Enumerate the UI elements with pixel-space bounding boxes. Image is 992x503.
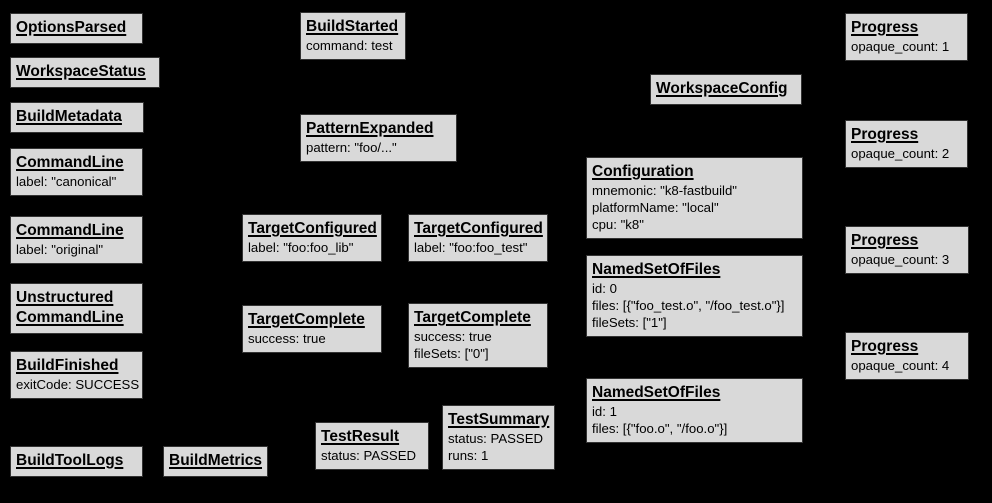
node-field: id: 0 [592,281,617,296]
node-title: PatternExpanded [306,120,434,137]
node-target-complete-foo-lib: TargetComplete success: true [242,305,382,353]
node-field: mnemonic: "k8-fastbuild" [592,183,737,198]
node-field: id: 1 [592,404,617,419]
node-title: BuildToolLogs [16,452,124,469]
node-unstructured-command-line: Unstructured CommandLine [10,283,143,334]
node-field: opaque_count: 3 [851,252,950,267]
node-field: runs: 1 [448,448,489,463]
node-workspace-config: WorkspaceConfig [650,74,802,105]
node-title: WorkspaceConfig [656,80,788,97]
node-field: opaque_count: 1 [851,39,950,54]
node-build-tool-logs: BuildToolLogs [10,446,143,477]
node-target-configured-foo-test: TargetConfigured label: "foo:foo_test" [408,214,548,262]
node-configuration: Configuration mnemonic: "k8-fastbuild" p… [586,157,803,239]
node-target-complete-foo-test: TargetComplete success: true fileSets: [… [408,303,548,368]
node-field: exitCode: SUCCESS [16,377,140,392]
node-named-set-of-files-1: NamedSetOfFiles id: 1 files: [{"foo.o", … [586,378,803,443]
node-named-set-of-files-0: NamedSetOfFiles id: 0 files: [{"foo_test… [586,255,803,337]
node-title: BuildMetadata [16,108,122,125]
node-title: TargetComplete [248,311,365,328]
node-field: label: "original" [16,242,104,257]
node-field: files: [{"foo_test.o", "/foo_test.o"}] [592,298,785,313]
node-title: BuildStarted [306,18,399,35]
node-progress-4: Progress opaque_count: 4 [845,332,969,380]
node-field: platformName: "local" [592,200,719,215]
node-field: opaque_count: 4 [851,358,950,373]
node-title: TestSummary [448,411,550,428]
node-title: BuildMetrics [169,452,263,469]
node-field: label: "foo:foo_test" [414,240,528,255]
node-progress-3: Progress opaque_count: 3 [845,226,969,274]
node-title: TargetComplete [414,309,531,326]
node-options-parsed: OptionsParsed [10,13,143,44]
node-field: success: true [414,329,492,344]
node-field: status: PASSED [321,448,417,463]
node-title: WorkspaceStatus [16,63,146,80]
node-field: status: PASSED [448,431,544,446]
node-title: Configuration [592,163,694,180]
node-title: BuildFinished [16,357,119,374]
node-field: cpu: "k8" [592,217,644,232]
node-title: Progress [851,19,919,36]
node-title: NamedSetOfFiles [592,261,721,278]
node-title: TargetConfigured [248,220,377,237]
node-command-line-canonical: CommandLine label: "canonical" [10,148,143,196]
node-workspace-status: WorkspaceStatus [10,57,160,88]
node-build-metrics: BuildMetrics [163,446,268,477]
node-build-metadata: BuildMetadata [10,102,144,133]
node-test-summary: TestSummary status: PASSED runs: 1 [442,405,555,470]
node-field: pattern: "foo/..." [306,140,397,155]
node-command-line-original: CommandLine label: "original" [10,216,143,264]
node-title: Progress [851,338,919,355]
node-title: Progress [851,126,919,143]
node-field: label: "canonical" [16,174,117,189]
node-title: TestResult [321,428,400,445]
node-title: CommandLine [16,222,124,239]
node-title: CommandLine [16,154,124,171]
node-field: label: "foo:foo_lib" [248,240,354,255]
node-title: Unstructured CommandLine [16,289,124,326]
node-test-result: TestResult status: PASSED [315,422,429,470]
node-build-started: BuildStarted command: test [300,12,406,60]
node-field: files: [{"foo.o", "/foo.o"}] [592,421,728,436]
node-field: fileSets: ["1"] [592,315,667,330]
node-field: success: true [248,331,326,346]
node-field: opaque_count: 2 [851,146,950,161]
node-progress-1: Progress opaque_count: 1 [845,13,968,61]
node-field: fileSets: ["0"] [414,346,489,361]
node-title: Progress [851,232,919,249]
node-field: command: test [306,38,393,53]
node-target-configured-foo-lib: TargetConfigured label: "foo:foo_lib" [242,214,382,262]
node-title: TargetConfigured [414,220,543,237]
node-build-finished: BuildFinished exitCode: SUCCESS [10,351,143,399]
node-title: NamedSetOfFiles [592,384,721,401]
node-title: OptionsParsed [16,19,127,36]
node-progress-2: Progress opaque_count: 2 [845,120,968,168]
node-pattern-expanded: PatternExpanded pattern: "foo/..." [300,114,457,162]
